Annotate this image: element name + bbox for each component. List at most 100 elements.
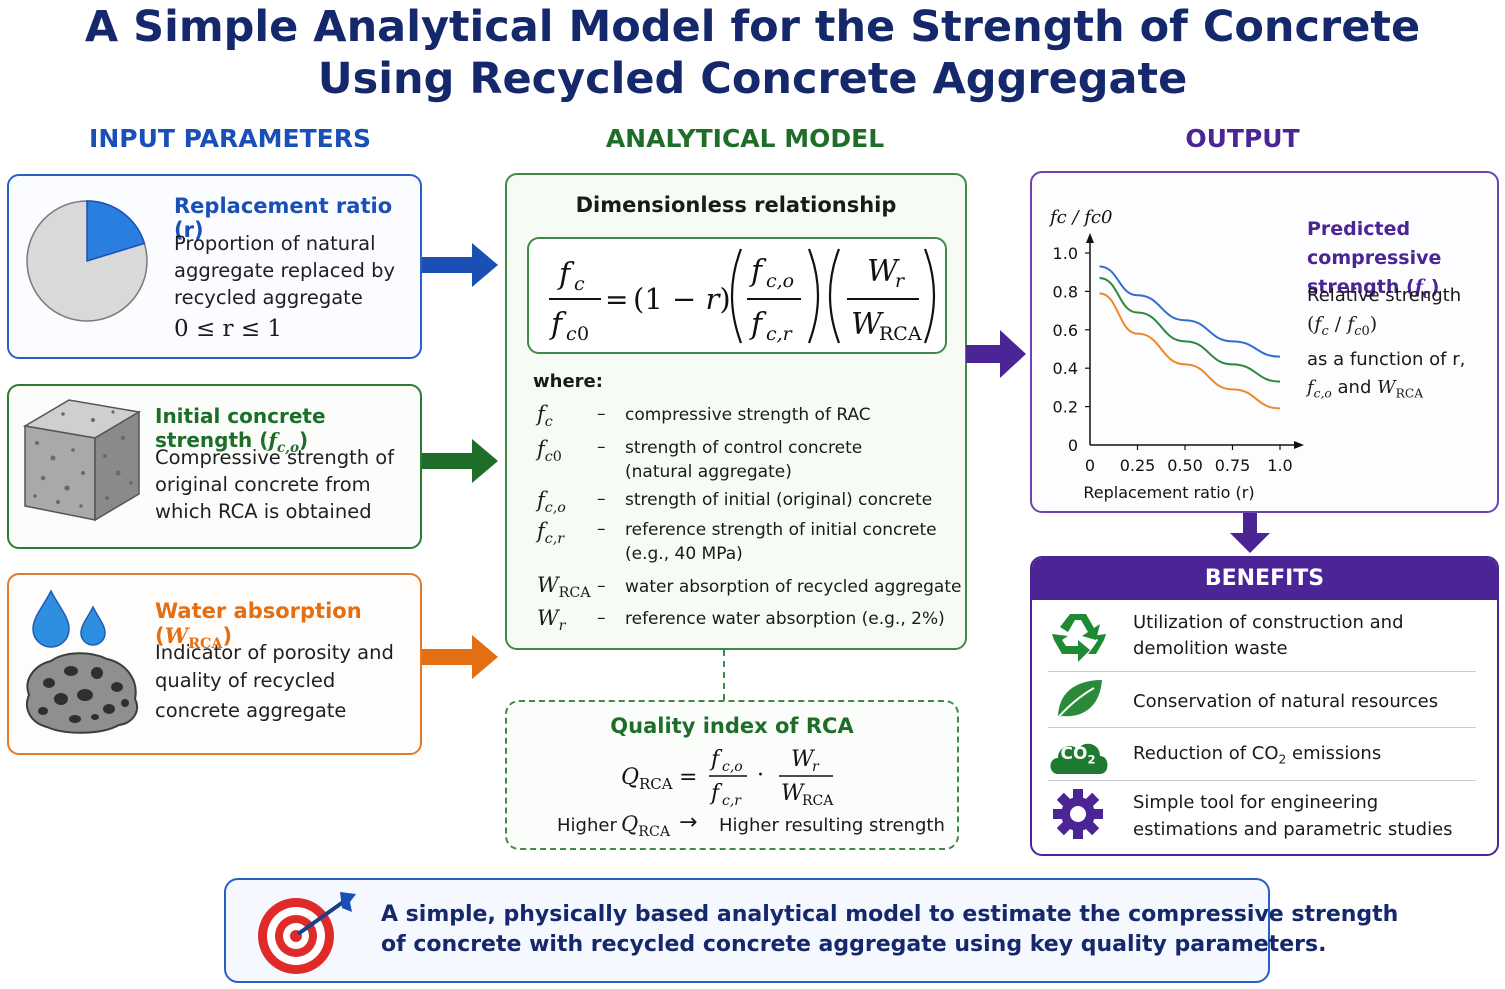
svg-text:c,o: c,o bbox=[766, 270, 794, 292]
definition-wrca: water absorption of recycled aggregate bbox=[625, 577, 962, 597]
svg-text:r: r bbox=[895, 270, 906, 292]
function-of-label: as a function of r, bbox=[1307, 349, 1466, 370]
svg-text:=: = bbox=[679, 765, 697, 790]
benefit-4-line-1: Simple tool for engineering bbox=[1133, 792, 1379, 813]
replacement-ratio-text-3: recycled aggregate bbox=[174, 286, 363, 309]
symbol-fco: fc,o bbox=[537, 488, 566, 517]
relative-strength-label: Relative strength bbox=[1307, 285, 1462, 306]
svg-text:f: f bbox=[709, 747, 723, 772]
replacement-ratio-title: Replacement ratio (r) bbox=[174, 194, 393, 242]
chart-y-arrowhead bbox=[1086, 233, 1094, 243]
arrow-blue-icon bbox=[422, 243, 498, 287]
replacement-ratio-range: 0 ≤ r ≤ 1 bbox=[174, 316, 283, 342]
water-absorption-text-3: concrete aggregate bbox=[155, 699, 347, 722]
definition-fcr: reference strength of initial concrete bbox=[625, 520, 937, 540]
dash-3: – bbox=[597, 489, 606, 509]
water-absorption-title: Water absorption (WRCA) bbox=[155, 599, 362, 653]
chart-y-tick-label: 0 bbox=[1068, 436, 1078, 455]
svg-text:c: c bbox=[574, 273, 585, 295]
definition-fc0: strength of control concrete bbox=[625, 438, 863, 458]
chart-x-tick-label: 1.0 bbox=[1267, 456, 1292, 475]
dash-6: – bbox=[597, 608, 606, 628]
leaf-icon bbox=[1055, 680, 1102, 721]
chart-y-tick-label: 0.8 bbox=[1053, 282, 1078, 301]
symbol-wrca: WRCA bbox=[537, 573, 591, 602]
chart-y-tick-label: 0.4 bbox=[1053, 359, 1078, 378]
benefit-1-line-1: Utilization of construction and bbox=[1133, 612, 1404, 633]
initial-strength-title: Initial concrete strength (fc,o) bbox=[155, 404, 326, 456]
water-absorption-text-2: quality of recycled bbox=[155, 669, 336, 692]
symbol-fc: fc bbox=[537, 402, 553, 431]
chart-y-label: fc / fc0 bbox=[1048, 207, 1112, 228]
co2-cloud-icon bbox=[1050, 743, 1108, 774]
dash-5: – bbox=[597, 576, 606, 596]
benefit-separator-2 bbox=[1048, 727, 1476, 728]
svg-text:W: W bbox=[851, 307, 884, 342]
function-params: fc,o and WRCA bbox=[1307, 377, 1424, 401]
svg-text:c,o: c,o bbox=[722, 759, 743, 775]
definition-fcr-note: (e.g., 40 MPa) bbox=[625, 544, 743, 564]
benefit-1-line-2: demolition waste bbox=[1133, 638, 1288, 659]
svg-text:·: · bbox=[757, 763, 764, 788]
chart-x-arrowhead bbox=[1294, 441, 1304, 449]
definition-wr: reference water absorption (e.g., 2%) bbox=[625, 609, 945, 629]
svg-text:c: c bbox=[566, 323, 577, 345]
and-word: and bbox=[1337, 377, 1372, 398]
benefits-heading: BENEFITS bbox=[1032, 558, 1497, 600]
where-label: where: bbox=[533, 371, 603, 392]
svg-text:RCA: RCA bbox=[879, 323, 922, 345]
benefit-separator-3 bbox=[1048, 780, 1476, 781]
input-parameters-heading: INPUT PARAMETERS bbox=[89, 124, 371, 153]
chart-y-tick-label: 1.0 bbox=[1053, 244, 1078, 263]
chart-series-line-3 bbox=[1099, 292, 1281, 410]
water-absorption-text-1: Indicator of porosity and bbox=[155, 641, 394, 664]
water-absorption-card: Water absorption (WRCA) Indicator of por… bbox=[7, 573, 422, 755]
svg-text:c,r: c,r bbox=[766, 323, 794, 345]
svg-text:RCA: RCA bbox=[639, 775, 673, 793]
svg-text:Q: Q bbox=[621, 765, 639, 790]
chart-y-tick-label: 0.6 bbox=[1053, 321, 1078, 340]
chart-x-tick-label: 0.50 bbox=[1167, 456, 1203, 475]
chart-series-line-1 bbox=[1099, 265, 1281, 358]
model-quality-connector bbox=[723, 650, 725, 700]
symbol-fc0: fc0 bbox=[537, 437, 562, 466]
chart-y-tick-label: 0.2 bbox=[1053, 398, 1078, 417]
target-icon bbox=[258, 892, 356, 974]
arrow-green-icon bbox=[422, 439, 498, 483]
chart-x-label: Replacement ratio (r) bbox=[1083, 483, 1254, 502]
concrete-cube-icon bbox=[23, 399, 142, 522]
relative-strength-ratio: (fc / fc0) bbox=[1307, 313, 1378, 339]
symbol-wr: Wr bbox=[537, 606, 566, 635]
pie-chart-icon bbox=[26, 200, 148, 322]
dash-2: – bbox=[597, 437, 606, 457]
svg-text:(1 − r): (1 − r) bbox=[633, 282, 731, 316]
recycle-icon bbox=[1052, 614, 1106, 662]
svg-text:RCA: RCA bbox=[802, 793, 834, 808]
page-title-line-2: Using Recycled Concrete Aggregate bbox=[317, 54, 1188, 104]
benefit-4-line-2: estimations and parametric studies bbox=[1133, 819, 1453, 840]
benefit-separator-1 bbox=[1048, 671, 1476, 672]
svg-text:f: f bbox=[557, 257, 575, 292]
water-drops-aggregate-icon bbox=[26, 589, 138, 734]
replacement-ratio-text-2: aggregate replaced by bbox=[174, 259, 396, 282]
svg-text:r: r bbox=[812, 759, 820, 775]
replacement-ratio-card: Replacement ratio (r) Proportion of natu… bbox=[7, 174, 422, 359]
definition-fc0-note: (natural aggregate) bbox=[625, 462, 792, 482]
arrow-purple-icon bbox=[966, 330, 1026, 378]
output-heading: OUTPUT bbox=[1185, 124, 1300, 153]
chart-series-line-2 bbox=[1099, 276, 1281, 383]
replacement-ratio-text-1: Proportion of natural bbox=[174, 232, 376, 255]
quality-arrow: → bbox=[679, 810, 698, 835]
initial-strength-card: Initial concrete strength (fc,o) Compres… bbox=[7, 384, 422, 549]
svg-text:f: f bbox=[709, 781, 723, 806]
svg-text:f: f bbox=[749, 254, 767, 289]
svg-text:f: f bbox=[749, 307, 767, 342]
initial-strength-text-1: Compressive strength of bbox=[155, 446, 395, 469]
initial-strength-text-3: which RCA is obtained bbox=[155, 500, 372, 523]
page-title-line-1: A Simple Analytical Model for the Streng… bbox=[84, 2, 1421, 52]
benefit-2-line-1: Conservation of natural resources bbox=[1133, 691, 1439, 712]
